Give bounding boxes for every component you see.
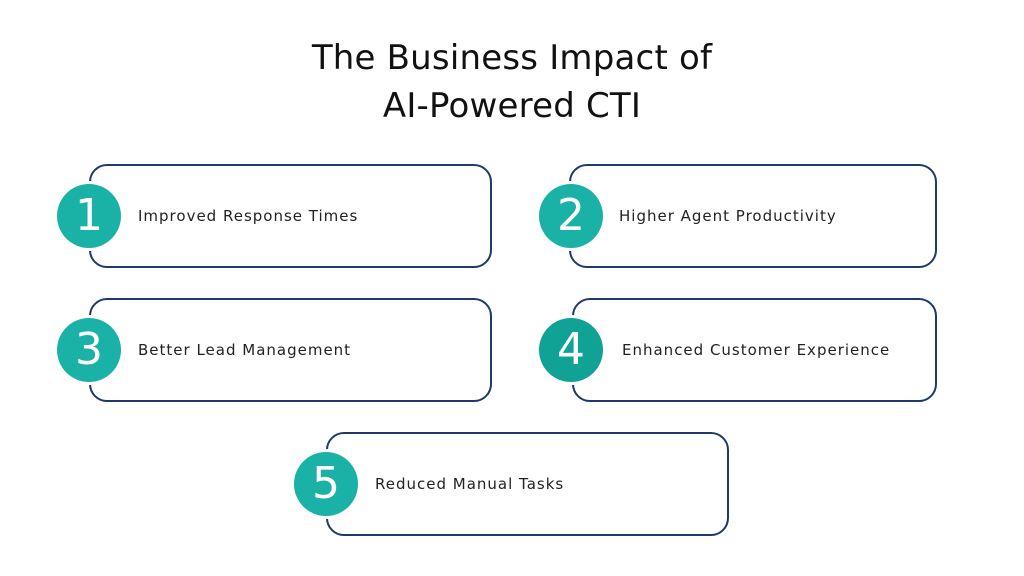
impact-card-1: Improved Response Times [89,164,492,268]
number-badge-4: 4 [539,318,603,382]
impact-card-2: Higher Agent Productivity [569,164,937,268]
impact-card-5: Reduced Manual Tasks [326,432,729,536]
title-line-1: The Business Impact of [311,38,713,78]
number-badge-5: 5 [294,452,358,516]
number-badge-1: 1 [57,184,121,248]
number-badge-2: 2 [539,184,603,248]
impact-label-3: Better Lead Management [138,341,352,359]
number-badge-3: 3 [57,318,121,382]
impact-label-2: Higher Agent Productivity [619,207,837,225]
impact-card-3: Better Lead Management [89,298,492,402]
page-title: The Business Impact of AI-Powered CTI [0,34,1024,130]
impact-label-4: Enhanced Customer Experience [622,341,891,359]
impact-card-4: Enhanced Customer Experience [572,298,937,402]
impact-label-1: Improved Response Times [138,207,359,225]
title-line-2: AI-Powered CTI [382,86,642,126]
impact-label-5: Reduced Manual Tasks [375,475,565,493]
